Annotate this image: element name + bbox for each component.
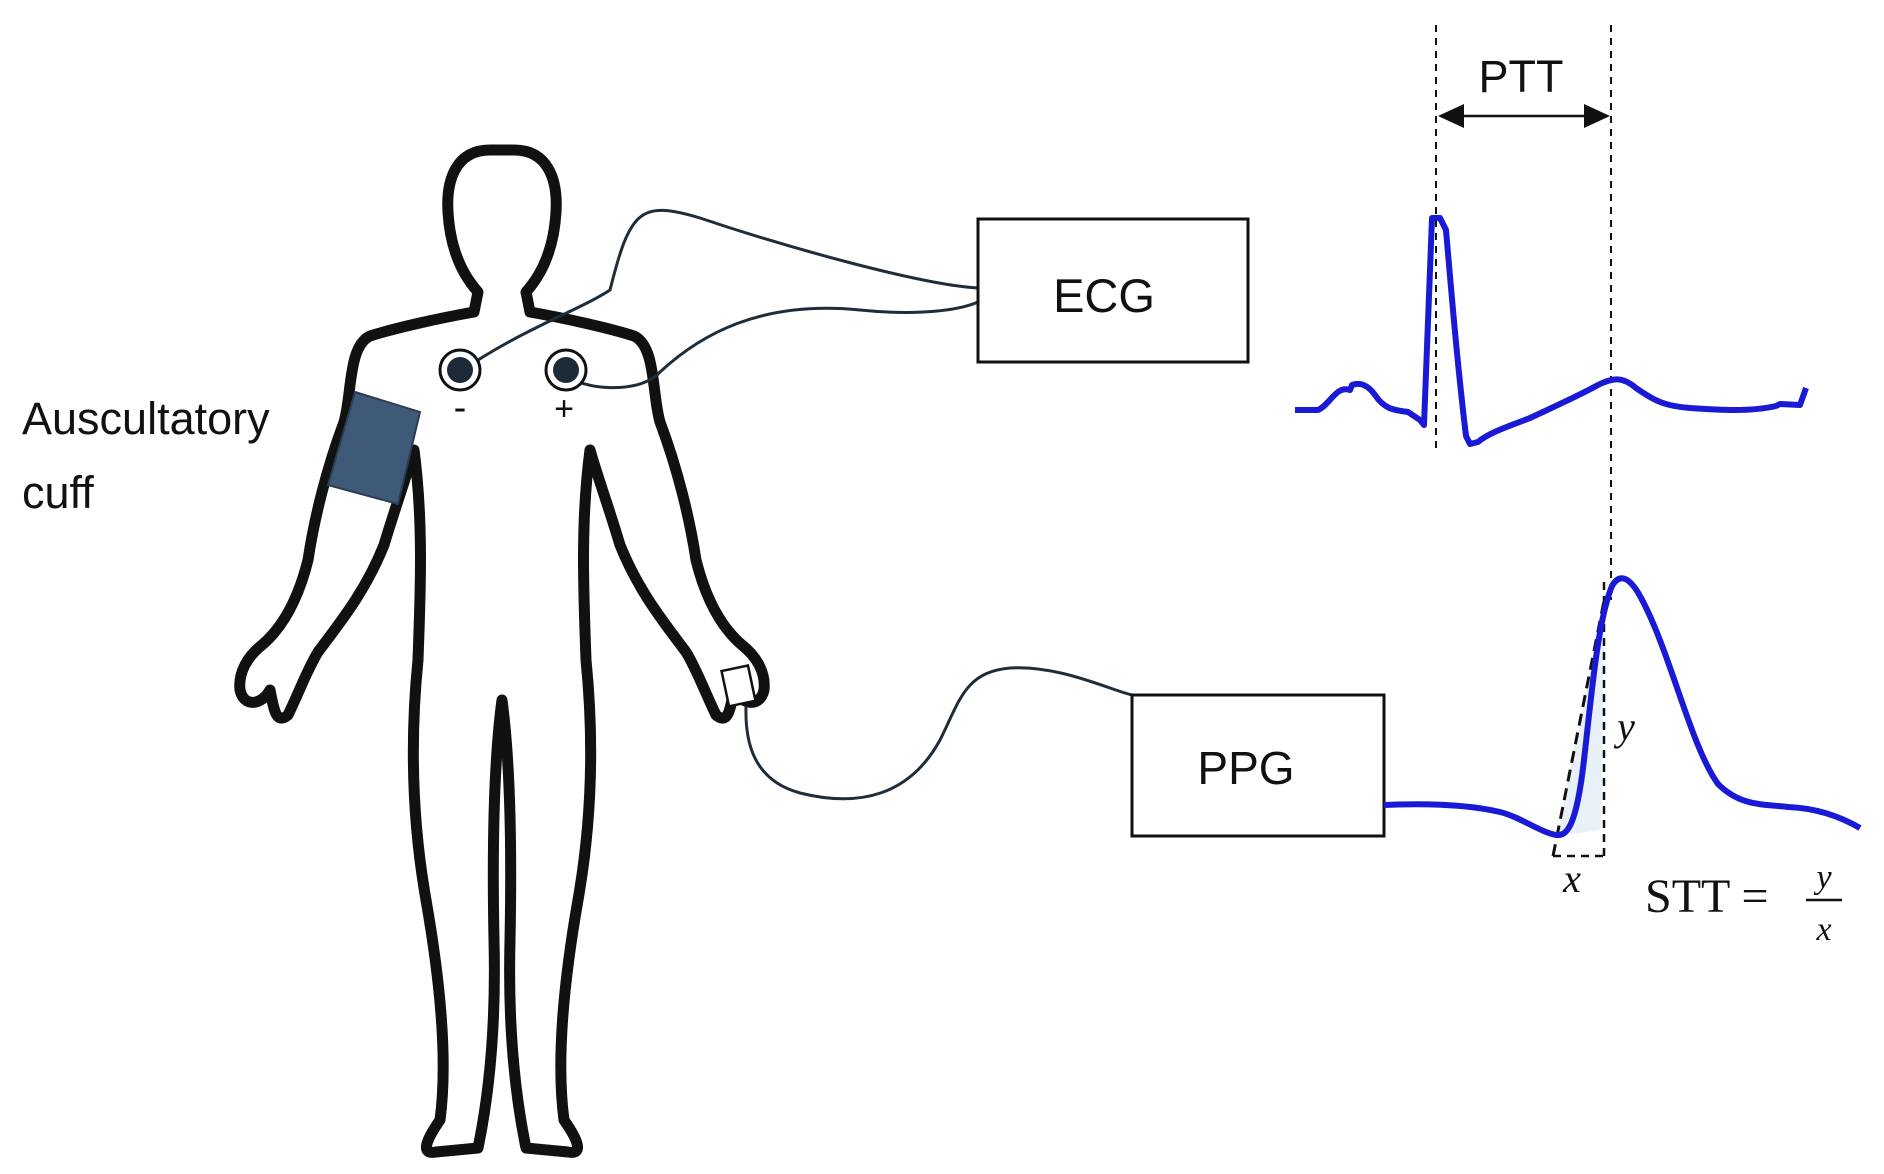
ptt-arrowhead-left (1438, 104, 1464, 128)
slope-y-label: y (1613, 704, 1635, 749)
human-body-outline (234, 144, 770, 1158)
ecg-wire-negative (459, 209, 979, 374)
ptt-arrowhead-right (1584, 104, 1610, 128)
ecg-box-label: ECG (1053, 269, 1155, 322)
ppg-box (1130, 693, 1386, 838)
ptt-marker (1435, 25, 1612, 600)
wires (459, 209, 1133, 801)
ppg-finger-sensor (720, 664, 757, 708)
stt-formula: STT = y x (1645, 859, 1842, 948)
electrode-positive (544, 348, 588, 392)
ecg-wire-positive (564, 300, 979, 390)
ppg-box-label: PPG (1197, 742, 1294, 794)
cuff-label-line2: cuff (22, 467, 94, 518)
stt-formula-denominator: x (1815, 911, 1831, 948)
ecg-box (976, 217, 1250, 364)
ppg-waveform (1383, 575, 1862, 839)
cuff-label-line1: Auscultatory (22, 393, 270, 444)
ptt-label: PTT (1479, 51, 1564, 102)
electrode-minus-label: - (454, 387, 467, 429)
ecg-waveform (1295, 215, 1809, 447)
electrode-plus-label: + (554, 390, 574, 428)
auscultatory-cuff (326, 390, 422, 506)
stt-formula-numerator: y (1813, 859, 1832, 896)
electrode-negative (438, 348, 482, 392)
stt-formula-lhs: STT = (1645, 870, 1769, 923)
slope-x-label: x (1562, 856, 1581, 901)
ppg-wire (744, 666, 1133, 801)
ppg-slope-triangle (1551, 578, 1607, 858)
